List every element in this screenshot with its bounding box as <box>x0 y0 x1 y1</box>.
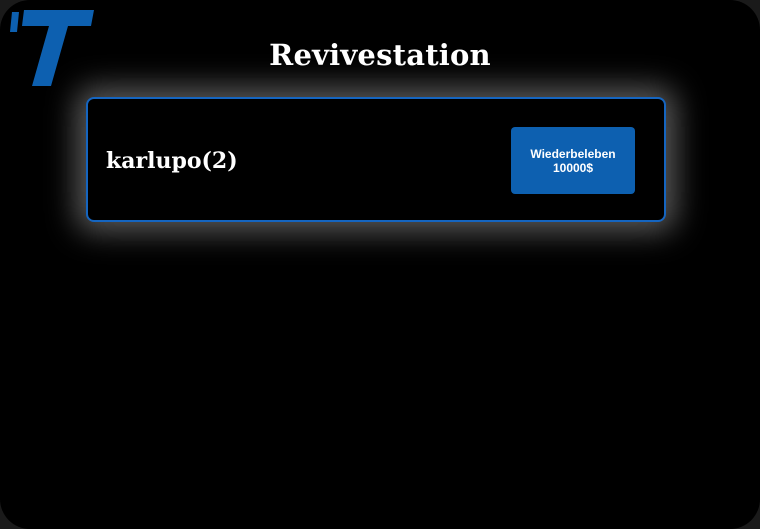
revive-button-label: Wiederbeleben <box>530 146 616 161</box>
page-title: Revivestation <box>269 38 491 72</box>
player-card: karlupo(2) Wiederbeleben 10000$ <box>86 97 666 222</box>
revive-price: 10000$ <box>552 160 594 175</box>
player-name: karlupo(2) <box>106 148 238 174</box>
t-logo-icon <box>10 10 94 86</box>
revive-button[interactable]: Wiederbeleben 10000$ <box>511 127 635 194</box>
